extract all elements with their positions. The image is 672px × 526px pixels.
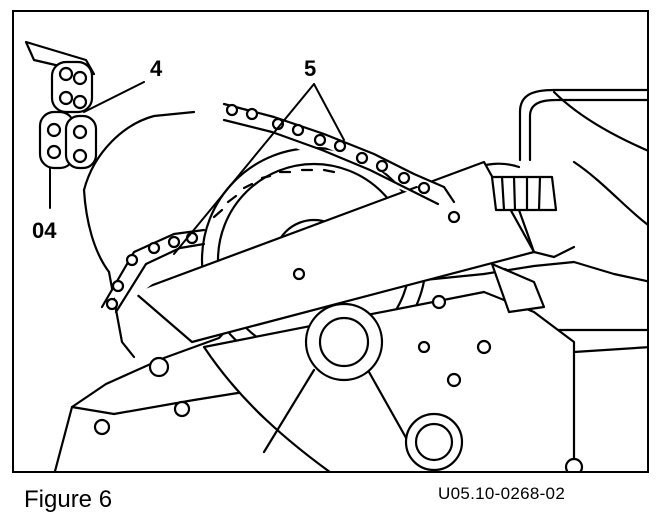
figure-reference-code: U05.10-0268-02 (438, 484, 566, 503)
fuel-line-fitting (490, 88, 647, 259)
callout-leader-lines (49, 81, 345, 255)
engine-timing-chain-illustration (24, 40, 647, 471)
timing-chain-upper (222, 102, 456, 206)
callout-part-4: 4 (150, 56, 163, 81)
chain-link-part-04 (38, 110, 98, 170)
chain-link-part-4 (24, 40, 96, 114)
callout-part-5: 5 (304, 56, 317, 81)
front-cover-plate (93, 290, 584, 471)
callout-part-04: 04 (32, 218, 57, 243)
figure-frame: 4 5 04 (12, 10, 649, 473)
figure-caption: Figure 6 (24, 486, 113, 513)
